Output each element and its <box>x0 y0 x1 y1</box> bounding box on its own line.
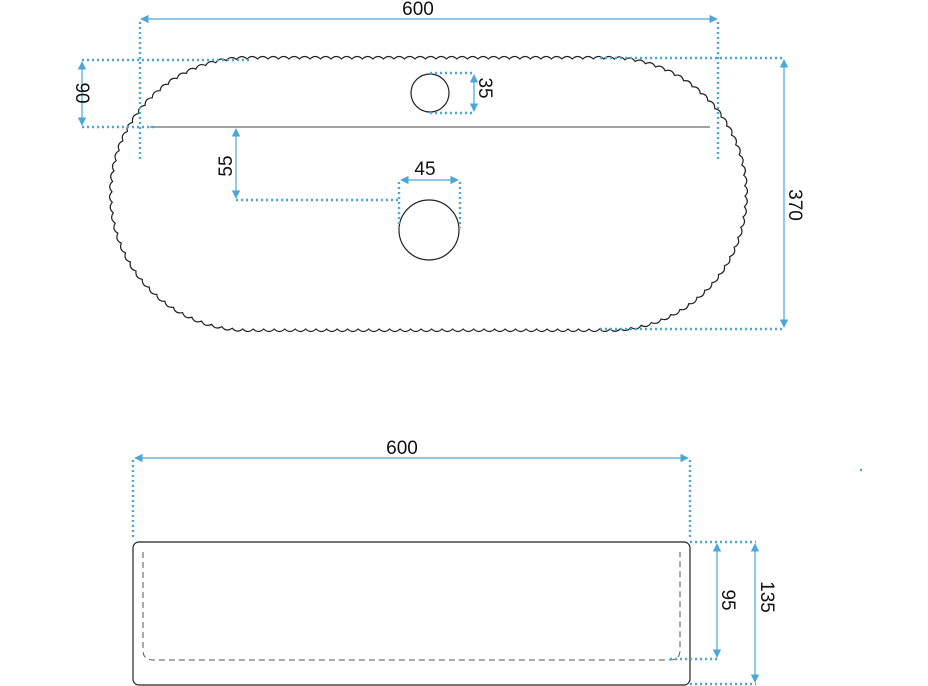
dim-drain-diameter-label: 45 <box>414 159 435 180</box>
dim-top-width: 600 <box>138 0 720 160</box>
basin-scalloped-outline <box>108 55 749 333</box>
dim-top-depth-label: 370 <box>784 189 805 221</box>
dim-tap-hole-label: 35 <box>474 77 495 98</box>
dim-drain-offset-label: 55 <box>216 155 237 176</box>
dim-side-height-label: 135 <box>756 581 777 613</box>
dim-drain-offset: 55 <box>216 128 400 202</box>
basin-side-outline <box>132 541 691 686</box>
dim-side-width: 600 <box>131 438 692 540</box>
basin-inner-bowl-hidden-line <box>142 552 681 661</box>
dim-tap-hole: 35 <box>430 71 495 115</box>
dim-side-width-label: 600 <box>386 438 418 459</box>
dim-side-inner-depth: 95 <box>670 540 756 661</box>
dim-side-inner-depth-label: 95 <box>717 589 738 610</box>
dim-top-width-label: 600 <box>402 0 434 20</box>
dim-drain-diameter: 45 <box>397 159 462 228</box>
drain-hole <box>398 199 460 261</box>
side-view: 600 95 135 <box>131 438 864 686</box>
top-view: 600 90 35 55 45 <box>71 0 805 333</box>
dim-tap-ledge: 90 <box>71 58 250 129</box>
tap-hole <box>410 73 450 113</box>
dim-side-height: 135 <box>690 543 777 686</box>
dim-tap-ledge-label: 90 <box>71 82 92 103</box>
dim-top-depth: 370 <box>600 56 805 331</box>
